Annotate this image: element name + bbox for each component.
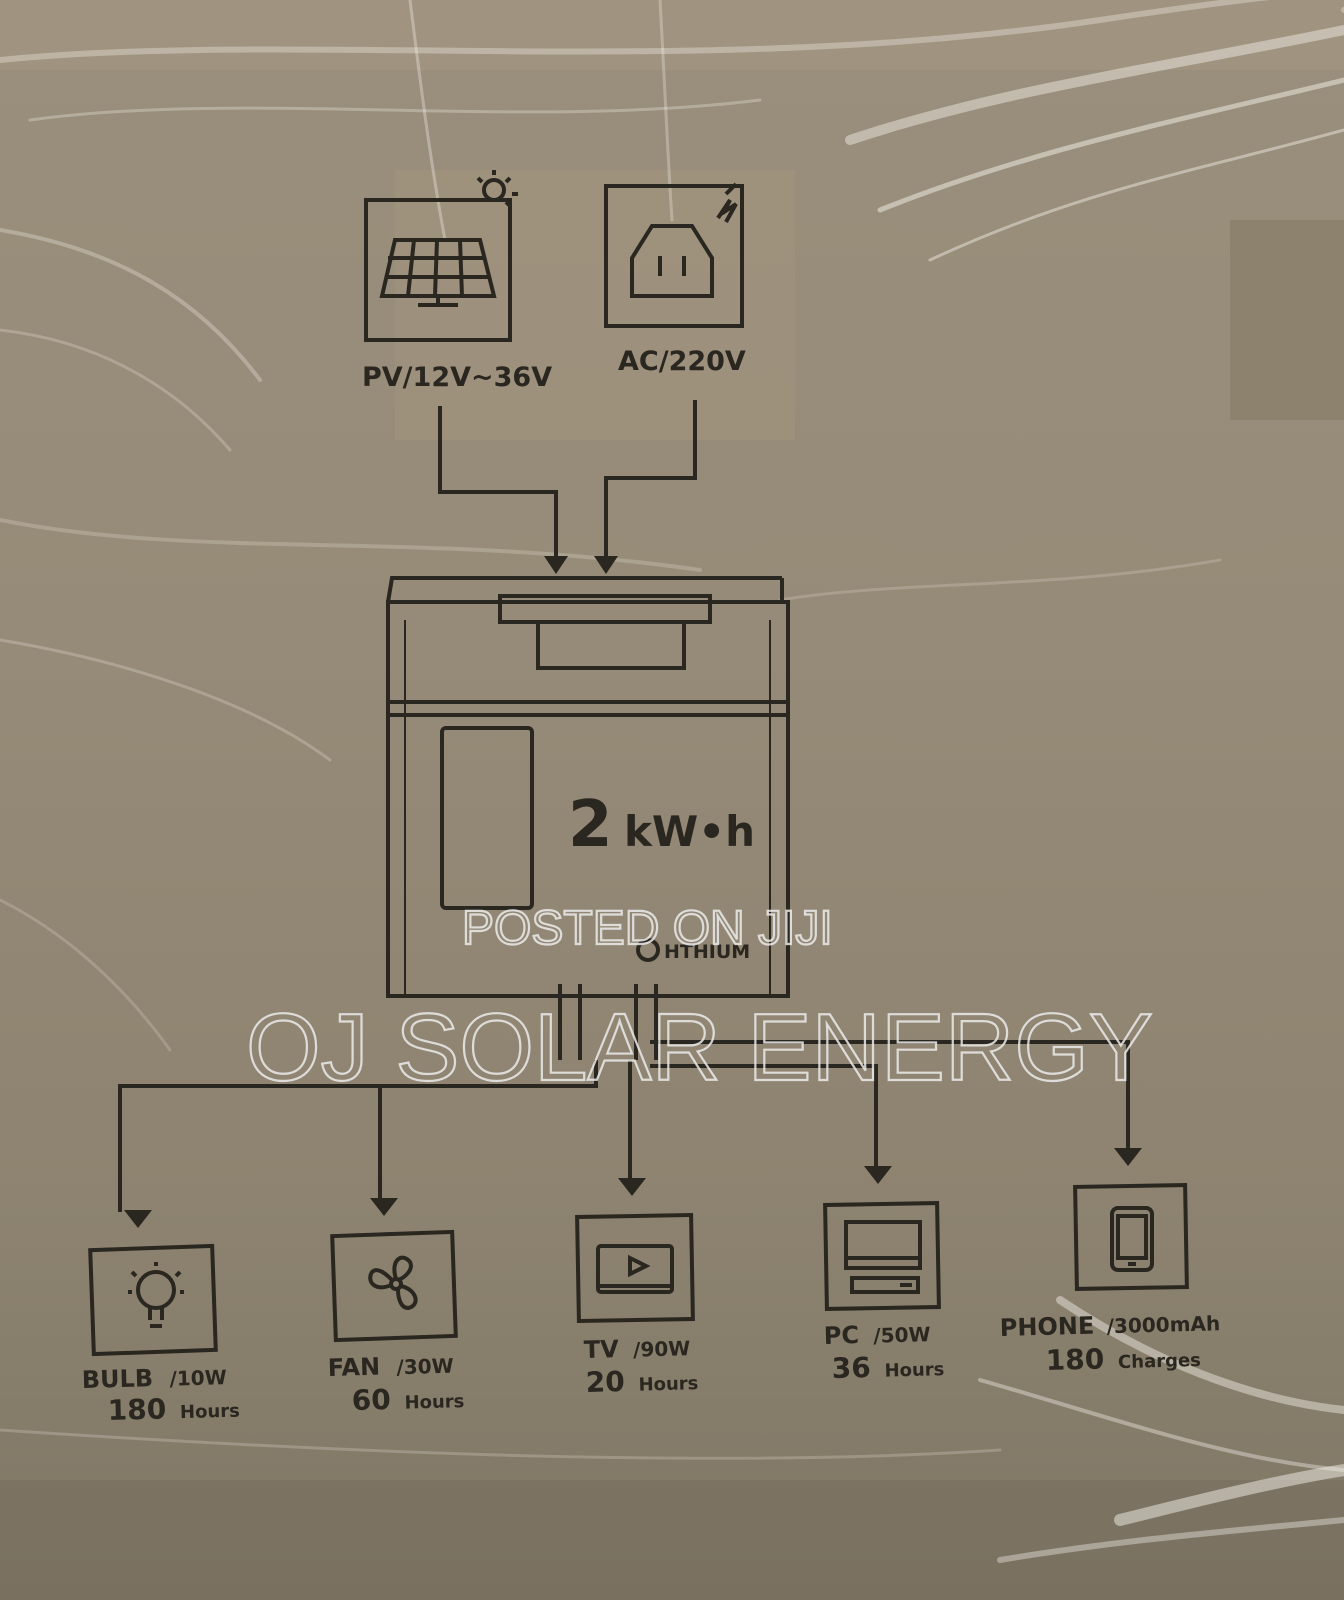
ac-input-label: AC/220V — [618, 346, 746, 377]
pc-icon — [823, 1200, 941, 1312]
posted-watermark: POSTED ON JIJI — [462, 902, 833, 955]
shrink-wrap-reflections — [0, 0, 1344, 1563]
output-arrowheads — [124, 1148, 1142, 1228]
tv-runtime: 20 Hours — [585, 1363, 698, 1399]
phone-label: PHONE /3000mAh — [999, 1308, 1220, 1342]
solar-panel-icon — [364, 170, 518, 342]
ac-outlet-icon — [604, 182, 744, 328]
brand-logo-icon — [636, 938, 660, 962]
tv-label: TV /90W — [583, 1333, 690, 1364]
seller-watermark: OJ SOLAR ENERGY — [246, 994, 1153, 1101]
bulb-label: BULB /10W — [81, 1362, 227, 1394]
output-arrows — [118, 1040, 1130, 1212]
fan-label: FAN /30W — [327, 1351, 454, 1382]
tv-icon — [575, 1212, 695, 1324]
pc-runtime: 36 Hours — [831, 1349, 944, 1385]
bulb-runtime: 180 Hours — [107, 1391, 240, 1427]
capacity-number: 2 — [568, 788, 613, 862]
phone-icon — [1073, 1183, 1189, 1291]
input-arrows — [438, 400, 697, 560]
brand-name: HTHIUM — [664, 941, 750, 963]
pv-input-label: PV/12V~36V — [362, 362, 552, 393]
bulb-icon — [88, 1243, 218, 1357]
fan-icon — [330, 1229, 458, 1343]
power-station-icon — [386, 576, 790, 1060]
input-arrowheads — [544, 556, 618, 574]
pc-label: PC /50W — [823, 1319, 930, 1350]
fan-runtime: 60 Hours — [351, 1381, 464, 1417]
capacity-unit: kW•h — [624, 807, 755, 856]
phone-runtime: 180 Charges — [1045, 1340, 1201, 1377]
